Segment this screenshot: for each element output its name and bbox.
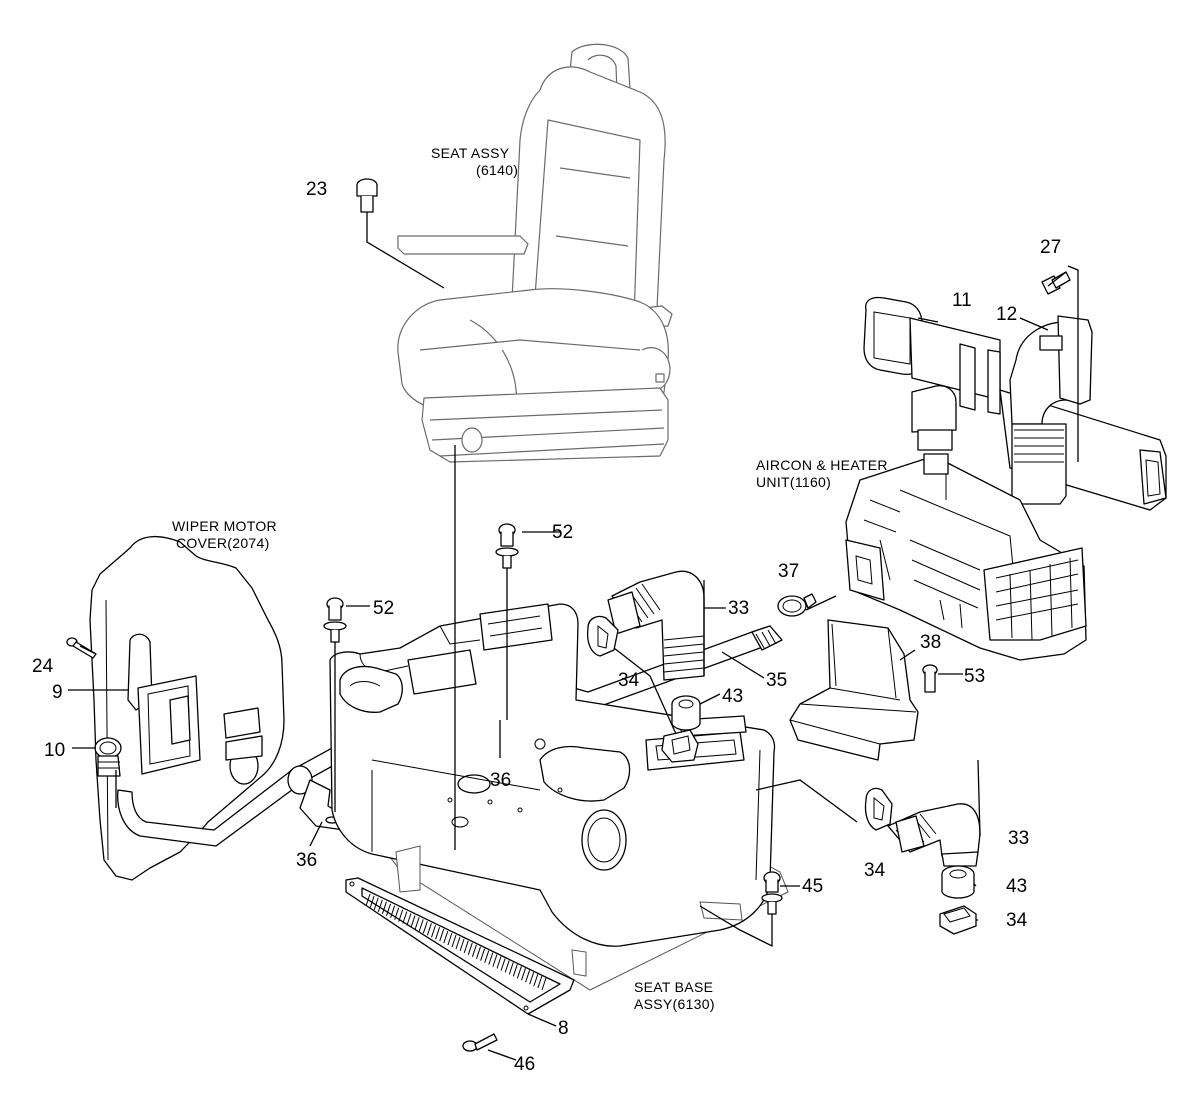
seat-assembly <box>397 43 673 463</box>
callout-35: 35 <box>766 670 787 691</box>
callout-45: 45 <box>802 876 823 897</box>
square-coupler-34-lower <box>864 787 893 831</box>
callout-12: 12 <box>996 304 1017 325</box>
callout-24: 24 <box>32 656 54 677</box>
callout-52-left: 52 <box>373 598 394 619</box>
callout-11: 11 <box>952 290 972 311</box>
bolt-23 <box>356 178 378 213</box>
callout-numbers: 23 27 11 12 52 52 37 33 24 9 34 43 35 38… <box>32 179 1061 1075</box>
callout-9: 9 <box>52 682 63 703</box>
callout-34-mid: 34 <box>864 860 886 881</box>
callout-8: 8 <box>558 1018 569 1039</box>
bolt-52-right <box>495 523 519 569</box>
callout-27: 27 <box>1040 237 1061 258</box>
bolt-52-left <box>323 597 347 643</box>
screw-46 <box>462 1033 498 1052</box>
bolt-45 <box>761 871 783 915</box>
callout-33-upper: 33 <box>728 598 749 619</box>
caption-seat-assy-code: (6140) <box>476 162 518 178</box>
caption-wiper-motor-code: COVER(2074) <box>176 535 270 551</box>
leader-lines <box>68 212 1079 1061</box>
callout-38: 38 <box>920 632 941 653</box>
caption-seat-base: SEAT BASE <box>634 979 713 995</box>
callout-34-lower: 34 <box>1006 910 1028 931</box>
captions: SEAT ASSY (6140) WIPER MOTOR COVER(2074)… <box>172 145 888 1012</box>
callout-43-upper: 43 <box>722 686 743 707</box>
caption-seat-base-code: ASSY(6130) <box>634 996 715 1012</box>
callout-23: 23 <box>306 179 327 200</box>
round-coupler-43-lower <box>941 865 975 899</box>
callout-34-upper: 34 <box>618 670 640 691</box>
callout-33-lower: 33 <box>1008 828 1029 849</box>
aircon-heater-unit <box>845 453 1087 661</box>
round-coupler-43-upper <box>671 695 701 731</box>
caption-seat-assy: SEAT ASSY <box>431 145 510 161</box>
duct-12 <box>999 315 1167 511</box>
callout-37: 37 <box>778 561 799 582</box>
duct-38 <box>789 619 919 761</box>
callout-36-lower: 36 <box>296 850 317 871</box>
duct-elbow-33-lower <box>887 803 981 867</box>
callout-36-upper: 36 <box>490 770 511 791</box>
seat-base-assembly <box>329 603 789 991</box>
callout-46: 46 <box>514 1054 535 1075</box>
square-coupler-34-mid <box>661 729 699 763</box>
callout-10: 10 <box>44 740 65 761</box>
callout-43-lower: 43 <box>1006 876 1027 897</box>
callout-52-right: 52 <box>552 522 573 543</box>
caption-wiper-motor: WIPER MOTOR <box>172 518 277 534</box>
caption-aircon-heater: AIRCON & HEATER <box>756 457 888 473</box>
square-coupler-34-bottom <box>939 905 977 935</box>
hose-clamp-10 <box>94 737 122 777</box>
caption-aircon-heater-code: UNIT(1160) <box>756 474 831 490</box>
vent-grille-8 <box>345 877 575 1015</box>
duct-elbow-33-upper <box>607 570 705 681</box>
callout-53: 53 <box>964 666 985 687</box>
hose-clamp-37 <box>777 593 817 617</box>
wiper-motor-cover <box>89 536 285 881</box>
bolt-27 <box>1041 271 1071 295</box>
screw-53 <box>922 664 938 693</box>
square-coupler-34-upper <box>586 615 619 657</box>
duct-11 <box>863 296 1001 451</box>
